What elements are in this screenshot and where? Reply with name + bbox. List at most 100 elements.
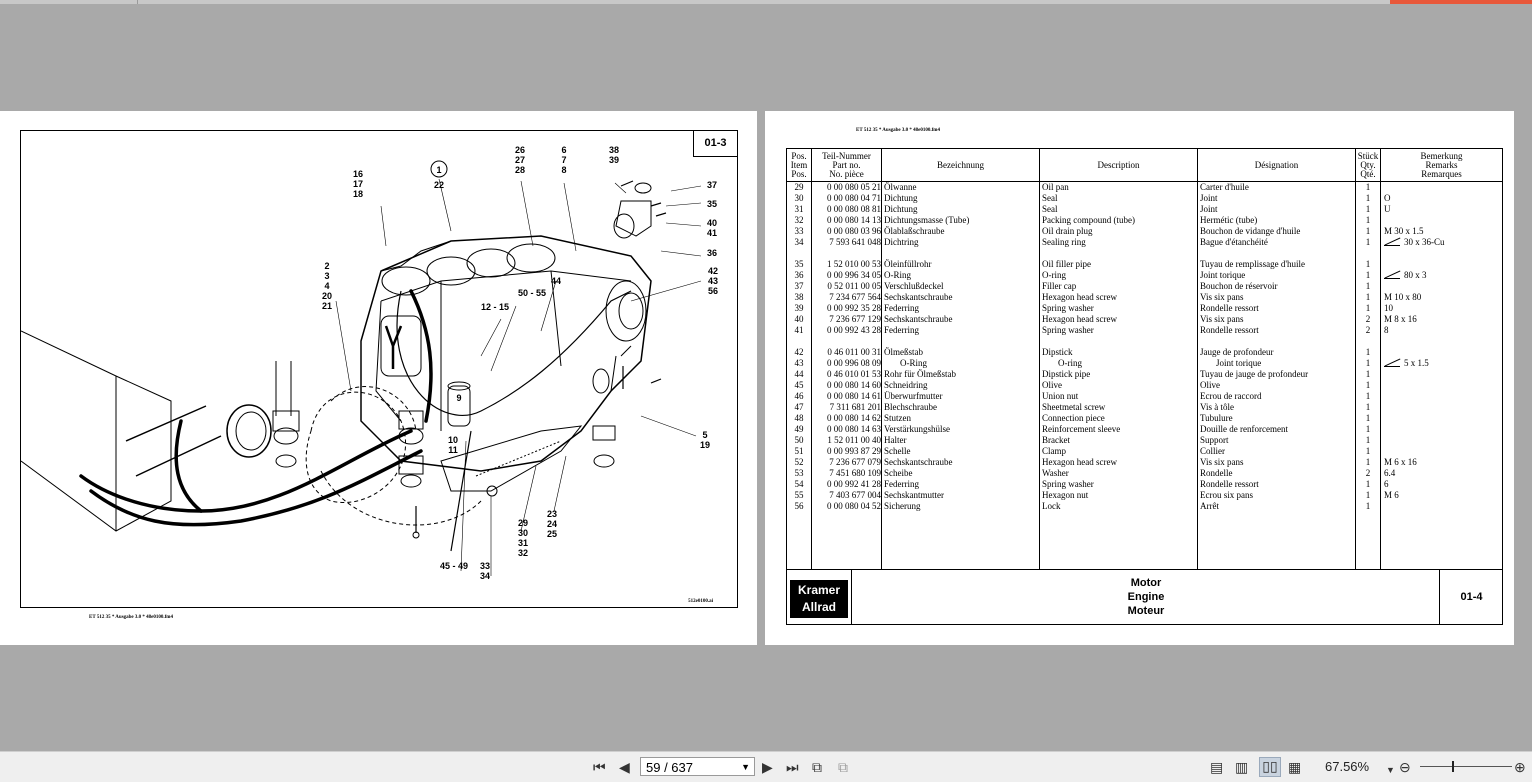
cell-fr: Rondelle ressort	[1200, 479, 1259, 489]
zoom-in-icon[interactable]: ⊕	[1514, 759, 1526, 775]
zoom-slider-thumb[interactable]	[1452, 761, 1454, 772]
callout-6-8: 6 7 8	[561, 145, 567, 175]
callout-10-11: 10 11	[447, 435, 459, 455]
zoom-level[interactable]: 67.56%	[1325, 759, 1370, 774]
callout-44: 44	[550, 276, 562, 286]
cell-pos: 47	[794, 402, 804, 412]
cell-en: Reinforcement sleeve	[1042, 424, 1121, 434]
kramer-allrad-logo: Kramer Allrad	[790, 580, 848, 618]
cell-fr: Joint torique	[1200, 270, 1246, 280]
cell-en: O-ring	[1042, 270, 1066, 280]
cell-qty: 1	[1365, 380, 1371, 390]
callout-42-56: 42 43 56	[707, 266, 719, 296]
cell-fr: Joint	[1200, 204, 1218, 214]
cell-fr: Tuyau de remplissage d'huile	[1200, 259, 1306, 269]
first-page-icon[interactable]: ⏮	[593, 759, 606, 775]
sheet-number-right: 01-4	[1439, 570, 1503, 625]
cell-de: Stutzen	[884, 413, 911, 423]
cell-pos: 40	[794, 314, 804, 324]
zoom-out-icon[interactable]: ⊖	[1399, 759, 1411, 775]
seal-ring-icon	[1384, 237, 1400, 246]
cell-qty: 1	[1365, 226, 1371, 236]
cell-qty: 1	[1365, 292, 1371, 302]
cell-fr: Vis six pans	[1200, 314, 1244, 324]
cell-en: Olive	[1042, 380, 1062, 390]
cell-de: Scheibe	[884, 468, 913, 478]
cell-pos: 45	[794, 380, 804, 390]
drawing-reference: 512e0100.ai	[688, 599, 713, 604]
cell-qty: 1	[1365, 204, 1371, 214]
cell-qty: 1	[1365, 358, 1371, 368]
cell-fr: Joint	[1200, 193, 1218, 203]
cell-rem: M 30 x 1.5	[1384, 226, 1424, 236]
cell-qty: 1	[1365, 303, 1371, 313]
cell-fr: Arrêt	[1200, 501, 1219, 511]
cell-de: Blechschraube	[884, 402, 937, 412]
continuous-view-icon[interactable]: ▥	[1235, 759, 1249, 775]
page-number-input[interactable]: 59 / 637 ▼	[640, 757, 755, 776]
cell-pos: 37	[794, 281, 804, 291]
header-part-no: Teil-Nummer Part no. No. pièce	[822, 150, 871, 179]
cell-fr: Hermétic (tube)	[1200, 215, 1258, 225]
cell-rem: 6.4	[1384, 468, 1396, 478]
cell-en: Union nut	[1042, 391, 1079, 401]
cell-en: Washer	[1042, 468, 1069, 478]
cell-en: Sheetmetal screw	[1042, 402, 1106, 412]
parts-list-table: Pos. Item Pos. Teil-Nummer Part no. No. …	[786, 148, 1503, 625]
copy-page-icon[interactable]: ⧉	[838, 759, 848, 775]
cell-pos: 56	[794, 501, 804, 511]
cell-pos: 33	[794, 226, 804, 236]
cell-pos: 32	[794, 215, 804, 225]
cell-part: 0 00 080 05 21	[827, 182, 881, 192]
two-page-view-icon[interactable]: ▯▯	[1259, 757, 1281, 777]
cell-en: Oil pan	[1042, 182, 1069, 192]
cell-de: Federring	[884, 479, 919, 489]
callout-38-39: 38 39	[608, 145, 620, 165]
cell-fr: Bouchon de vidange d'huile	[1200, 226, 1301, 236]
chevron-down-icon[interactable]: ▼	[741, 762, 750, 772]
cell-rem: M 10 x 80	[1384, 292, 1422, 302]
single-page-view-icon[interactable]: ▤	[1210, 759, 1224, 775]
two-page-continuous-icon[interactable]: ▦	[1288, 759, 1302, 775]
callout-50-55: 50 - 55	[517, 288, 547, 298]
cell-pos: 29	[794, 182, 804, 192]
top-window-strip	[0, 0, 1532, 4]
cell-qty: 1	[1365, 270, 1371, 280]
cell-part: 0 00 992 43 28	[827, 325, 881, 335]
cell-fr: Carter d'huile	[1200, 182, 1249, 192]
next-page-icon[interactable]: ▶	[762, 759, 773, 775]
rotate-view-icon[interactable]: ⧉	[812, 759, 822, 775]
cell-qty: 1	[1365, 490, 1371, 500]
cell-de: O-Ring	[884, 270, 911, 280]
previous-page-icon[interactable]: ◀	[619, 759, 630, 775]
header-remarks: Bemerkung Remarks Remarques	[1420, 150, 1463, 179]
cell-part: 7 403 677 004	[829, 490, 881, 500]
cell-de: Rohr für Ölmeßstab	[884, 369, 956, 379]
cell-part: 0 46 010 01 53	[827, 369, 881, 379]
cell-part: 0 00 992 35 28	[827, 303, 881, 313]
header-designation: Désignation	[1254, 159, 1299, 170]
zoom-dropdown-icon[interactable]: ▼	[1386, 765, 1395, 775]
cell-qty: 1	[1365, 402, 1371, 412]
zoom-slider-track[interactable]	[1420, 766, 1512, 767]
cell-de: O-Ring	[900, 358, 927, 368]
cell-fr: Ecrou de raccord	[1200, 391, 1262, 401]
cell-pos: 52	[794, 457, 804, 467]
cell-qty: 1	[1365, 215, 1371, 225]
cell-pos: 31	[794, 204, 804, 214]
cell-part: 0 00 080 14 60	[827, 380, 881, 390]
last-page-icon[interactable]: ⏭	[786, 759, 799, 775]
cell-en: Hexagon nut	[1042, 490, 1089, 500]
callout-23-25: 23 24 25	[546, 509, 558, 539]
callout-5-19: 5 19	[699, 430, 711, 450]
cell-de: Dichtring	[884, 237, 919, 247]
cell-rem: M 6 x 16	[1384, 457, 1417, 467]
cell-de: Sechskantschraube	[884, 292, 953, 302]
cell-pos: 46	[794, 391, 804, 401]
